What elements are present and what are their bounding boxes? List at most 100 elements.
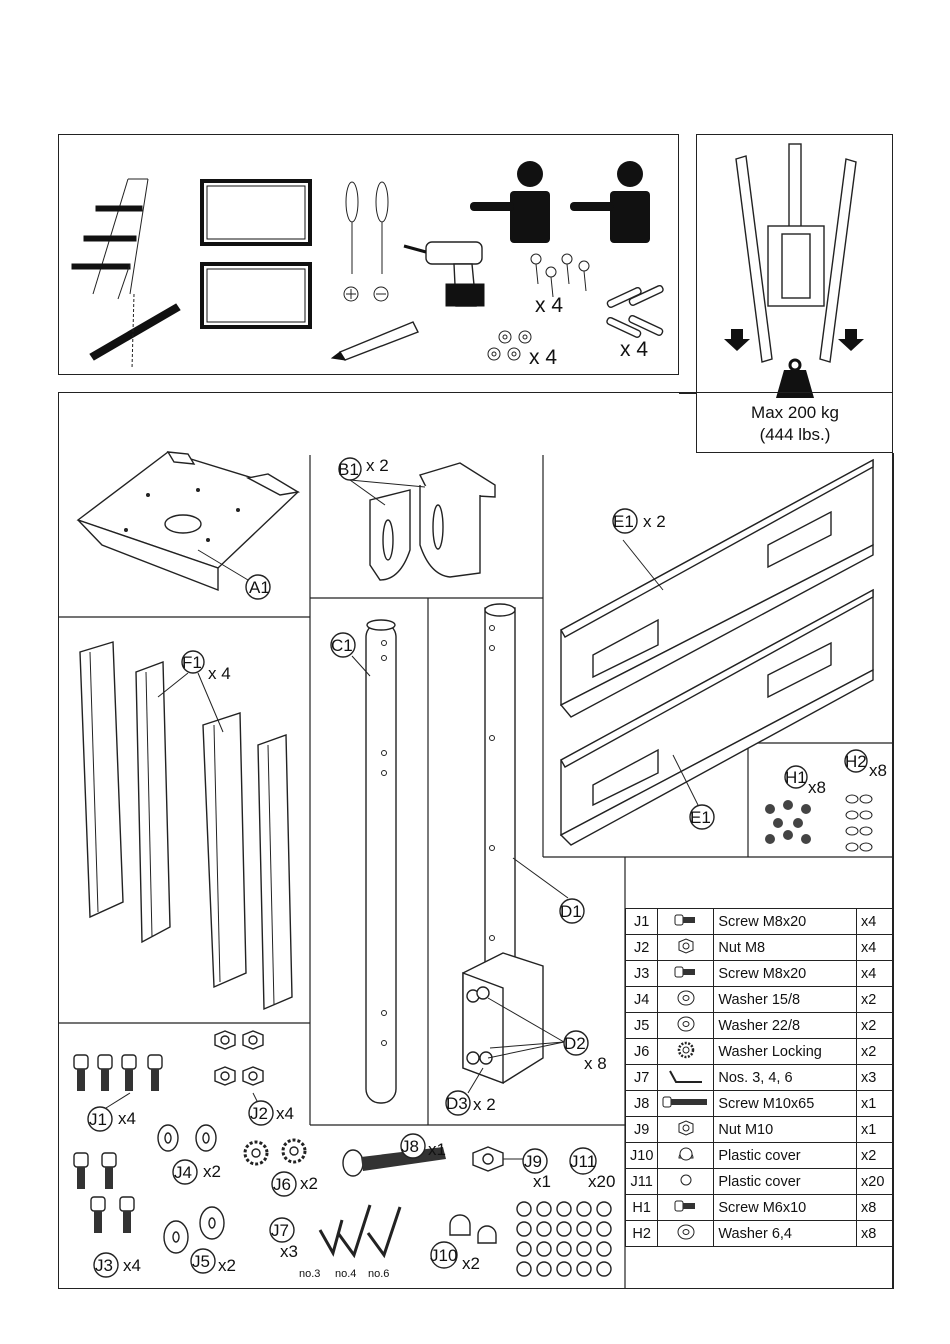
hardware-code: J8 [624, 1090, 659, 1117]
long-screw-icon [342, 1147, 446, 1177]
cap-icon [657, 1142, 715, 1169]
part-E1-drawing: E1 x 2 E1 [559, 458, 874, 846]
hex-key-icon [657, 1064, 715, 1091]
part-J5-qty: x2 [218, 1256, 236, 1275]
spirit-level-icon [89, 293, 181, 370]
socket-screw-icon [73, 1152, 135, 1233]
washers-icon [487, 330, 532, 361]
drill-icon [403, 241, 485, 307]
hardware-qty: x2 [856, 986, 893, 1013]
part-B1-drawing: B1 x 2 [338, 456, 496, 581]
hardware-qty: x20 [856, 1168, 893, 1195]
weight-icon [776, 358, 814, 398]
part-D3-qty: x 2 [473, 1095, 496, 1114]
washers-icon [845, 794, 873, 852]
washer-icon [657, 986, 715, 1013]
max-load-kg: Max 200 kg [751, 403, 839, 422]
small-cap-icon [657, 1168, 715, 1195]
hardware-qty: x2 [856, 1142, 893, 1169]
part-J4-label: J4 [174, 1163, 192, 1182]
part-H2-qty: x8 [869, 761, 887, 780]
part-J11-qty: x20 [588, 1172, 615, 1191]
parts-frame [58, 392, 893, 1289]
max-load-panel [696, 134, 893, 453]
washer-icon [657, 1220, 715, 1247]
hardware-qty: x2 [856, 1012, 893, 1039]
part-J10-qty: x2 [462, 1254, 480, 1273]
hardware-code: J4 [624, 986, 659, 1013]
part-J9-label: J9 [524, 1152, 542, 1171]
part-D-drawing: D1 D2 x 8 D3 x 2 [445, 603, 607, 1116]
lock-washer-icon [657, 1038, 715, 1065]
hardware-code: J1 [624, 908, 659, 935]
part-J2-qty: x4 [276, 1104, 294, 1123]
screw-icon [657, 1194, 715, 1221]
part-B1-label: B1 [338, 460, 359, 479]
part-H1-qty: x8 [808, 778, 826, 797]
arrow-down-icon [724, 329, 864, 351]
part-J8-qty: x1 [428, 1140, 446, 1159]
hex-nut-icon [214, 1030, 264, 1086]
hardware-code: J11 [624, 1168, 659, 1195]
part-D2-qty: x 8 [584, 1054, 607, 1073]
part-B1-qty: x 2 [366, 456, 389, 475]
part-J7-size-6: no.6 [368, 1268, 389, 1280]
part-F1-label: F1 [182, 653, 202, 672]
hardware-description: Nos. 3, 4, 6 [713, 1064, 857, 1091]
max-load-text: Max 200 kg (444 lbs.) [697, 402, 893, 446]
step-ladder-icon [71, 178, 149, 300]
screws-icon [765, 800, 811, 844]
hardware-qty: x1 [856, 1116, 893, 1143]
max-load-illustration [724, 143, 864, 398]
two-person-icon [470, 161, 650, 243]
part-J3-J11-drawing: J3 x4 J4 x2 J5 x2 J6 x2 J7 x3 no.3 no.4 … [73, 1124, 615, 1280]
screws-qty: x 4 [535, 294, 563, 317]
hardware-description: Plastic cover [713, 1142, 857, 1169]
hardware-code: J10 [624, 1142, 659, 1169]
hardware-code: J3 [624, 960, 659, 987]
part-E1-label: E1 [613, 512, 634, 531]
part-C1-label: C1 [331, 636, 353, 655]
part-F1-drawing: F1 x 4 [79, 641, 293, 1011]
hardware-description: Nut M8 [713, 934, 857, 961]
hardware-qty: x8 [856, 1194, 893, 1221]
part-H-drawing: H1 x8 H2 x8 [765, 749, 887, 852]
part-J6-qty: x2 [300, 1174, 318, 1193]
hardware-code: J9 [624, 1116, 659, 1143]
part-J3-qty: x4 [123, 1256, 141, 1275]
washer-icon [157, 1124, 217, 1152]
hardware-code: J7 [624, 1064, 659, 1091]
part-E1-second-label: E1 [690, 808, 711, 827]
hardware-description: Washer Locking [713, 1038, 857, 1065]
part-J6-label: J6 [273, 1175, 291, 1194]
hardware-description: Screw M6x10 [713, 1194, 857, 1221]
washer-icon [163, 1206, 225, 1254]
tools-panel [58, 134, 679, 375]
pencil-icon [330, 321, 419, 361]
socket-screw-icon [73, 1054, 163, 1091]
wall-anchors-icon [606, 284, 664, 338]
part-F1-qty: x 4 [208, 664, 231, 683]
wood-screws-icon [530, 253, 590, 298]
hardware-qty: x2 [856, 1038, 893, 1065]
picture-frame-icon [200, 262, 312, 329]
hardware-description: Screw M8x20 [713, 960, 857, 987]
hardware-code: J2 [624, 934, 659, 961]
hardware-description: Washer 15/8 [713, 986, 857, 1013]
hardware-qty: x8 [856, 1220, 893, 1247]
part-E1-qty: x 2 [643, 512, 666, 531]
nut-icon [657, 934, 715, 961]
hardware-code: H1 [624, 1194, 659, 1221]
screw-icon [657, 960, 715, 987]
hardware-qty: x4 [856, 934, 893, 961]
part-J2-label: J2 [250, 1104, 268, 1123]
part-J3-label: J3 [95, 1256, 113, 1275]
